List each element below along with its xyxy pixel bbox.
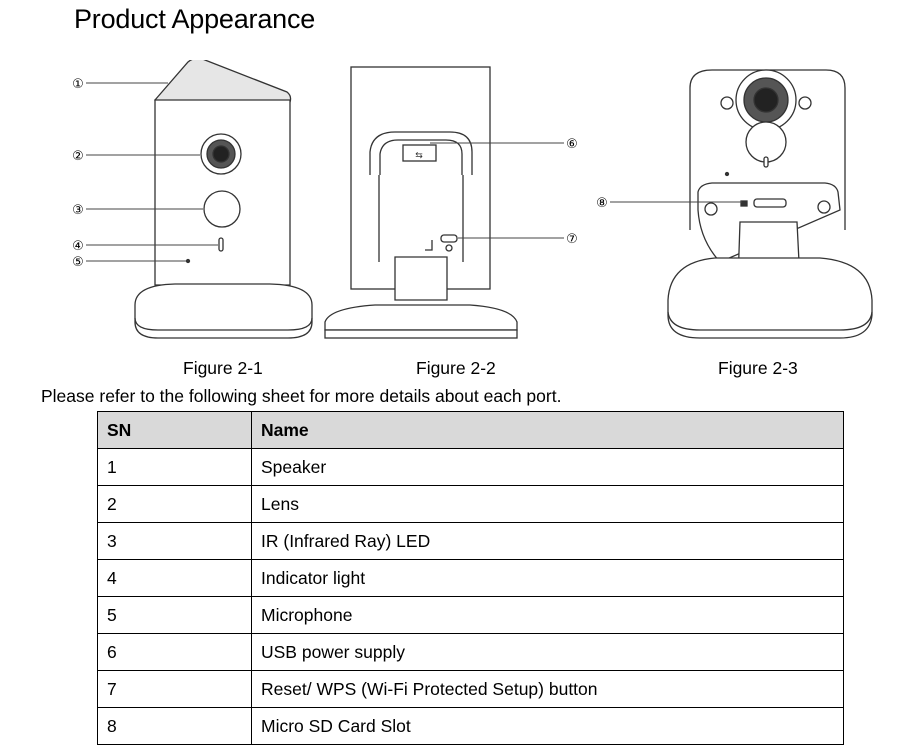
row-name: Reset/ WPS (Wi-Fi Protected Setup) butto… (251, 670, 844, 708)
row-sn: 6 (97, 633, 252, 671)
page-title: Product Appearance (74, 4, 316, 34)
row-name: USB power supply (251, 633, 844, 671)
row-sn: 3 (97, 522, 252, 560)
table-row: 8 Micro SD Card Slot (97, 707, 844, 745)
callout-6: ⑥ (566, 137, 578, 152)
row-name: Microphone (251, 596, 844, 634)
table-row: 6 USB power supply (97, 633, 844, 671)
port-table: SN Name 1 Speaker 2 Lens 3 IR (Infrared … (97, 411, 844, 745)
figure-label-3: Figure 2-3 (718, 358, 798, 378)
callout-4: ④ (72, 239, 84, 254)
table-row: 3 IR (Infrared Ray) LED (97, 522, 844, 560)
row-sn: 4 (97, 559, 252, 597)
callout-2: ② (72, 149, 84, 164)
camera-bottom-illustration (667, 69, 873, 339)
row-sn: 7 (97, 670, 252, 708)
table-row: 2 Lens (97, 485, 844, 523)
row-name: Lens (251, 485, 844, 523)
table-header-row: SN Name (97, 411, 844, 449)
callout-7: ⑦ (566, 232, 578, 247)
table-row: 4 Indicator light (97, 559, 844, 597)
figure-label-2: Figure 2-2 (416, 358, 496, 378)
table-row: 1 Speaker (97, 448, 844, 486)
camera-front-illustration (134, 60, 313, 339)
table-row: 5 Microphone (97, 596, 844, 634)
header-name: Name (251, 411, 844, 449)
row-sn: 2 (97, 485, 252, 523)
table-row: 7 Reset/ WPS (Wi-Fi Protected Setup) but… (97, 670, 844, 708)
row-name: Speaker (251, 448, 844, 486)
callout-3: ③ (72, 203, 84, 218)
camera-rear-illustration: ⇆ (324, 66, 518, 339)
callout-8: ⑧ (596, 196, 608, 211)
row-sn: 1 (97, 448, 252, 486)
callout-5: ⑤ (72, 255, 84, 270)
svg-text:⇆: ⇆ (415, 151, 423, 161)
row-name: IR (Infrared Ray) LED (251, 522, 844, 560)
row-sn: 5 (97, 596, 252, 634)
row-name: Indicator light (251, 559, 844, 597)
figure-2-callouts (430, 142, 564, 239)
product-figures: ① ② ③ ④ ⑤ ⇆ ⑥ ⑦ (72, 60, 873, 339)
header-sn: SN (97, 411, 252, 449)
intro-text: Please refer to the following sheet for … (41, 386, 562, 406)
figure-1-callouts (86, 82, 218, 262)
callout-1: ① (72, 77, 84, 92)
figure-label-1: Figure 2-1 (183, 358, 263, 378)
row-name: Micro SD Card Slot (251, 707, 844, 745)
row-sn: 8 (97, 707, 252, 745)
